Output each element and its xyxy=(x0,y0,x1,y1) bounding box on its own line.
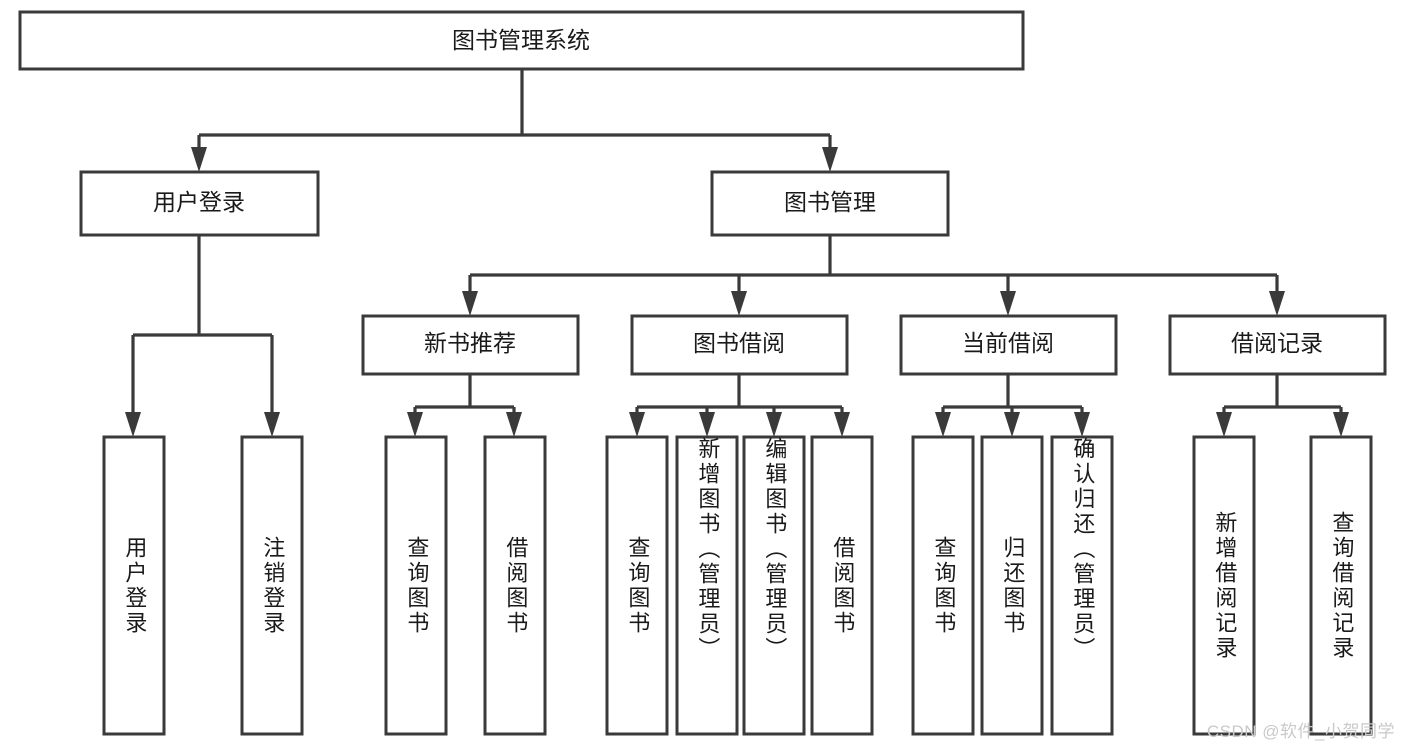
edge-root-to-level2 xyxy=(191,69,838,172)
leaf-new-book-1[interactable] xyxy=(483,435,547,736)
leaf-user-login-0[interactable] xyxy=(102,435,166,736)
leaf-borrow-record-0[interactable] xyxy=(1192,435,1256,736)
leaf-new-book-0[interactable] xyxy=(384,435,448,736)
edge-bookmgmt-to-level3 xyxy=(462,235,1285,316)
leaf-user-login-1[interactable] xyxy=(240,435,304,736)
node-book-management-label: 图书管理 xyxy=(784,189,876,215)
edge-newbook-to-leaves xyxy=(407,374,522,437)
node-user-login-label: 用户登录 xyxy=(153,189,245,215)
edge-userlogin-to-leaves xyxy=(125,235,280,437)
edge-borrowrecord-to-leaves xyxy=(1216,374,1349,437)
node-current-borrow[interactable] xyxy=(899,314,1118,376)
node-borrow-record-label: 借阅记录 xyxy=(1231,330,1323,356)
leaf-current-borrow-1[interactable] xyxy=(980,435,1044,736)
leaf-book-borrow-3[interactable] xyxy=(810,435,874,736)
node-book-borrow-label: 图书借阅 xyxy=(693,330,785,356)
node-book-borrow[interactable] xyxy=(630,314,849,376)
leaf-borrow-record-1[interactable] xyxy=(1309,435,1373,736)
node-current-borrow-label: 当前借阅 xyxy=(962,330,1054,356)
leaf-book-borrow-0[interactable] xyxy=(605,435,669,736)
node-root[interactable] xyxy=(18,10,1025,71)
leaf-current-borrow-0[interactable] xyxy=(911,435,975,736)
node-new-book-recommend-label: 新书推荐 xyxy=(424,330,516,356)
node-borrow-record[interactable] xyxy=(1168,314,1387,376)
node-book-management[interactable] xyxy=(710,170,950,237)
edge-currentborrow-to-leaves xyxy=(935,374,1090,437)
node-user-login[interactable] xyxy=(79,170,320,237)
leaf-book-borrow-2[interactable] xyxy=(742,435,806,736)
node-root-label: 图书管理系统 xyxy=(452,27,590,53)
edge-bookborrow-to-leaves xyxy=(629,374,850,437)
node-new-book-recommend[interactable] xyxy=(361,314,580,376)
leaf-current-borrow-2[interactable] xyxy=(1050,435,1114,736)
csdn-watermark: CSDN @软件_小贺同学 xyxy=(1206,722,1395,741)
leaf-book-borrow-1[interactable] xyxy=(675,435,739,736)
